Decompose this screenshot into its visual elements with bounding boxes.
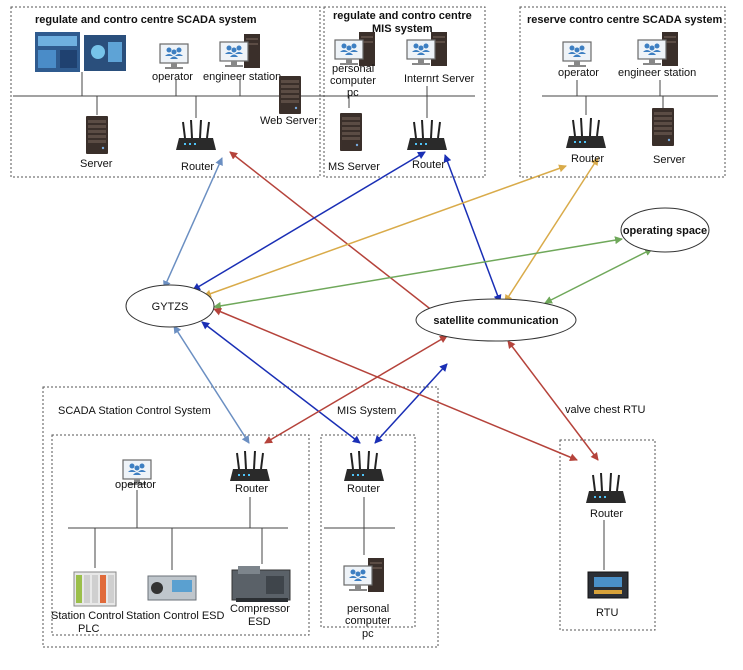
gytzs-node[interactable]: GYTZS [125,284,215,328]
operator-1-label: operator [152,71,193,83]
server-icon [340,113,362,151]
reserve-centre-title: reserve contro centre SCADA system [527,14,722,26]
station-mis-box [320,434,416,628]
router-5-label: Router [347,483,380,495]
engineer-1-label: engineer station [203,71,281,83]
reserve-centre-box [519,6,726,178]
link-gytzs-router5 [201,321,361,444]
server-icon [86,116,108,154]
router-2-label: Router [412,159,445,171]
pc-5-label-1: personal [347,603,389,615]
pc-5-label-2: computer [345,615,391,627]
compressor-device [231,566,291,602]
workstation-icon [407,32,447,66]
link-router2-gytzs [192,151,426,291]
operating-space-node[interactable]: operating space [620,207,710,253]
web-server-icon [279,76,301,114]
mis-centre-box [323,6,486,178]
satellite-label: satellite communication [433,315,559,327]
link-opspace-satellite [544,248,653,304]
server-1-label: Server [80,158,113,170]
router-icon [175,119,217,151]
link-router2-satellite [443,154,502,303]
router-icon [565,117,607,149]
operator-4-label: operator [115,479,156,491]
link-satellite-router4 [264,335,448,444]
link-router3-gytzs [203,164,567,298]
pc-1-label-2: computer [330,75,376,87]
router-6-label: Router [590,508,623,520]
mis-centre-title-1: regulate and contro centre [333,10,472,22]
workstation-icon [220,34,260,68]
compressor-label-2: ESD [248,616,271,628]
compressor-label-1: Compressor [230,603,290,615]
operating-space-label: operating space [623,225,707,237]
station-mis-title: MIS System [337,405,396,417]
router-icon [343,450,385,482]
workstation-icon [344,558,384,592]
operator-3-label: operator [558,67,599,79]
station-control-title: SCADA Station Control System [58,405,211,417]
link-satellite-router5 [374,363,448,444]
reserve-centre-bus [542,80,718,115]
server-icon [652,108,674,146]
router-3-label: Router [571,153,604,165]
link-router3-satellite [504,157,599,303]
monitor-icon [562,41,592,68]
internet-server-label: Internrt Server [404,73,475,85]
monitor-icon [159,43,189,70]
link-opspace-gytzs [213,236,623,310]
video-wall [35,32,126,72]
workstation-icon [638,32,678,66]
mis-centre-title-2: MIS system [372,23,433,35]
link-router1-satellite [229,151,453,327]
scada-centre-title: regulate and contro centre SCADA system [35,14,257,26]
mis-centre-bus [348,86,428,118]
router-1-label: Router [181,161,214,173]
esd-device [147,575,197,601]
gytzs-label: GYTZS [152,301,189,313]
pc-5-label-3: pc [362,628,374,640]
esd-label: Station Control ESD [126,610,224,622]
rtu-device [587,571,629,599]
rtu-label: RTU [596,607,618,619]
station-control-bus [68,490,288,570]
router-icon [229,450,271,482]
plc-label-1: Station Control [51,610,124,622]
plc-label-2: PLC [78,623,99,635]
link-gytzs-router4 [173,325,250,444]
engineer-3-label: engineer station [618,67,696,79]
ms-server-label: MS Server [328,161,380,173]
valve-rtu-box [559,439,656,631]
link-satellite-router6 [507,340,599,461]
router-icon [585,472,627,504]
pc-1-label-3: pc [347,87,359,99]
satellite-node[interactable]: satellite communication [415,298,577,342]
workstation-icon [335,32,375,66]
valve-rtu-title: valve chest RTU [565,404,646,416]
router-icon [406,119,448,151]
pc-1-label-1: personal [332,63,374,75]
web-server-label: Web Server [260,115,318,127]
station-mis-bus [324,497,395,555]
plc-device [73,571,117,607]
router-4-label: Router [235,483,268,495]
server-3-label: Server [653,154,686,166]
link-gytzs-router6 [213,307,578,462]
